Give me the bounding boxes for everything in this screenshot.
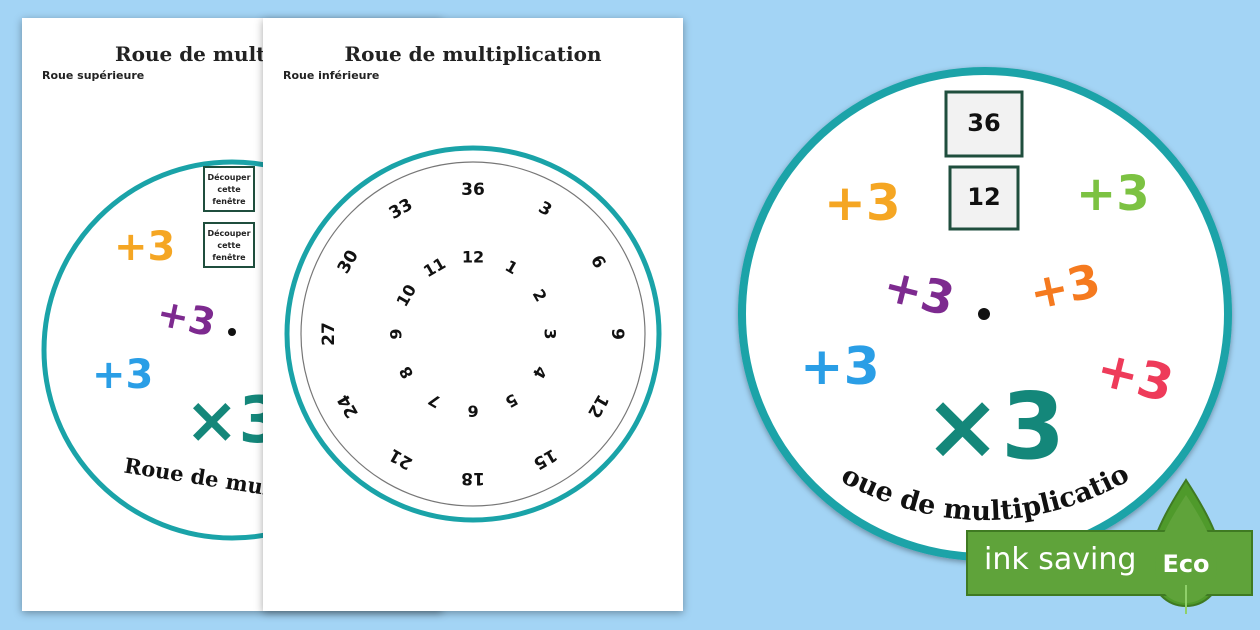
outer-number: 18 xyxy=(461,468,485,488)
top-wheel-center-dot xyxy=(228,328,236,336)
inner-number: 12 xyxy=(462,248,484,267)
page-title: Roue de multiplication xyxy=(344,42,602,66)
cut-line-1: Découper xyxy=(207,229,251,238)
factor-blue: +3 xyxy=(800,337,880,397)
outer-number: 36 xyxy=(461,180,485,200)
cut-line-3: fenêtre xyxy=(212,197,246,206)
cut-line-3: fenêtre xyxy=(212,253,246,262)
cut-line-2: cette xyxy=(217,241,241,250)
factor-green: +3 xyxy=(1076,166,1150,222)
bottom-wheel-ring xyxy=(284,145,662,523)
bottom-wheel-inner-ring xyxy=(300,161,646,507)
cut-line-1: Découper xyxy=(207,173,251,182)
inner-number: 9 xyxy=(387,328,406,339)
outer-number: 9 xyxy=(607,328,627,340)
cut-line-2: cette xyxy=(217,185,241,194)
multiplier-window xyxy=(948,165,1020,231)
answer-value: 36 xyxy=(967,109,1000,137)
page-subtitle: Roue inférieure xyxy=(283,69,380,82)
ink-saving-label: ink saving xyxy=(984,542,1137,577)
answer-window xyxy=(944,90,1024,158)
preview-center-dot xyxy=(978,308,990,320)
factor-blue: +3 xyxy=(92,352,153,398)
cut-window-box: Découper cette fenêtre xyxy=(203,222,255,268)
factor-main: ×3 xyxy=(924,373,1065,480)
outer-number: 27 xyxy=(319,322,339,346)
factor-orange: +3 xyxy=(114,224,175,270)
multiplier-value: 12 xyxy=(967,183,1000,211)
inner-number: 6 xyxy=(467,402,478,421)
cut-window-box: Découper cette fenêtre xyxy=(203,166,255,212)
factor-orange: +3 xyxy=(824,174,901,232)
inner-number: 3 xyxy=(541,328,560,339)
page-subtitle: Roue supérieure xyxy=(42,69,145,82)
ink-saving-badge: ink saving xyxy=(966,530,1253,596)
